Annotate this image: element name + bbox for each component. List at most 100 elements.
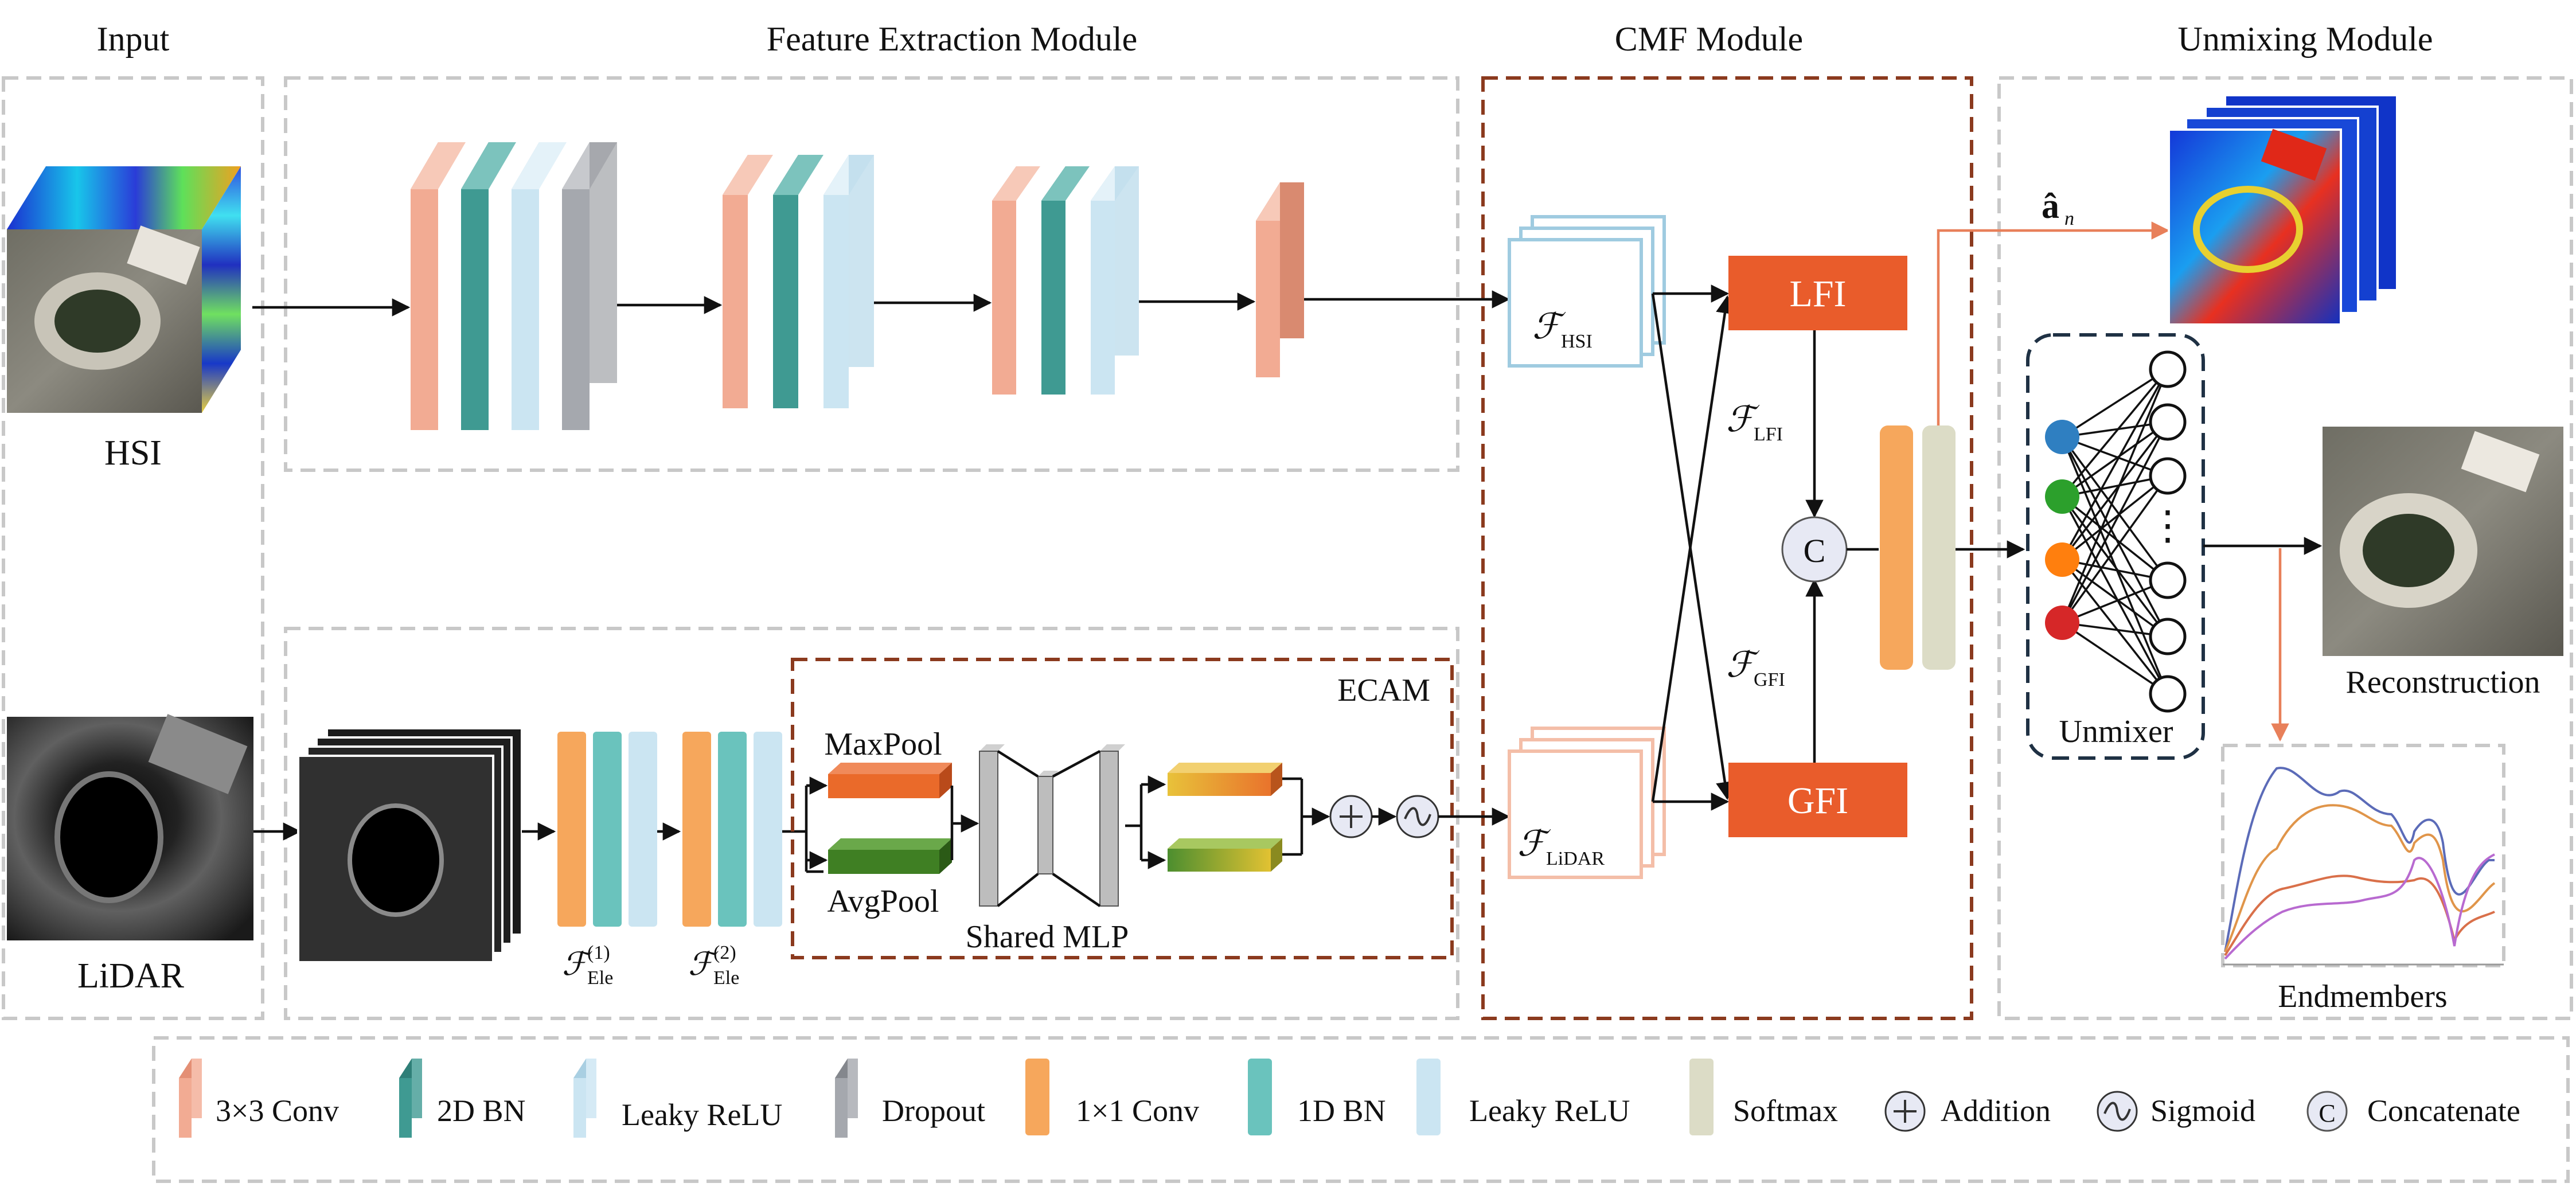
unmixer-edge: [2062, 436, 2168, 477]
unmixer-edge: [2062, 622, 2168, 695]
endmembers-label: Endmembers: [2278, 979, 2447, 1014]
conv3x3-block-2: [723, 155, 773, 408]
svg-text:n: n: [2064, 208, 2074, 229]
legend-item-concatenate: C Concatenate: [2306, 1091, 2520, 1132]
abundance-maps: [2168, 94, 2398, 326]
legend-item-dropout: Dropout: [835, 1059, 985, 1138]
conv1x1-block-1: [557, 732, 586, 927]
unmixer-edge: [2061, 421, 2169, 623]
svg-text:HSI: HSI: [1561, 331, 1593, 352]
unmixing-module: â n ⋮ Unmixer: [1937, 94, 2563, 1014]
input-node-4: [2045, 606, 2079, 640]
svg-text:Ele: Ele: [713, 967, 739, 989]
svg-text:LFI: LFI: [1754, 424, 1783, 445]
svg-text:Addition: Addition: [1941, 1094, 2051, 1128]
svg-text:C: C: [1804, 532, 1826, 569]
ecam-frame: [791, 658, 1454, 959]
bn1d-block-1: [593, 732, 622, 927]
unmixer-edge: [2061, 369, 2169, 560]
abundance-label: â n: [2042, 187, 2074, 229]
svg-text:â: â: [2042, 187, 2059, 226]
unmixer-edge: [2061, 475, 2169, 561]
lidar-label: LiDAR: [77, 956, 185, 995]
legend-item-conv1x1: 1×1 Conv: [1025, 1059, 1199, 1135]
legend: 3×3 Conv 2D BN Leaky ReLU Dropout 1×1 Co…: [179, 1059, 2520, 1138]
svg-text:C: C: [2319, 1099, 2335, 1127]
output-node-5: [2149, 618, 2187, 655]
shared-mlp: [979, 744, 1125, 907]
svg-text:Leaky ReLU: Leaky ReLU: [622, 1098, 782, 1132]
mlp-output-avg: [1168, 838, 1282, 872]
unmixer-edge: [2061, 495, 2169, 638]
lidar-patch-stack: [297, 727, 523, 963]
cmf-module-title: CMF Module: [1615, 20, 1803, 58]
unmixer-edge: [2061, 495, 2169, 581]
relu-block-1: [512, 142, 567, 430]
unmixer-edge: [2062, 579, 2168, 624]
unmixer-label: Unmixer: [2059, 714, 2173, 749]
legend-item-addition: Addition: [1884, 1091, 2051, 1132]
f-hsi-stack: ℱ HSI: [1508, 215, 1666, 368]
unmixer-edge: [2061, 436, 2169, 637]
hsi-feature-frame: [284, 76, 1459, 472]
bn2d-block-1: [461, 142, 516, 430]
lidar-image: [7, 714, 253, 940]
svg-text:1D BN: 1D BN: [1297, 1094, 1386, 1128]
concatenate-node: C: [1781, 516, 1848, 583]
unmixer-edge: [2061, 421, 2169, 498]
svg-text:2D BN: 2D BN: [437, 1094, 526, 1128]
cmf-module-frame: [1481, 76, 1973, 1020]
legend-item-2d-bn: 2D BN: [399, 1059, 526, 1138]
unmixer-edge: [2061, 436, 2169, 581]
unmixer-edge: [2061, 559, 2169, 638]
svg-text:LiDAR: LiDAR: [1546, 848, 1605, 869]
unmixer-edge: [2061, 421, 2169, 561]
reconstruction-label: Reconstruction: [2345, 665, 2540, 700]
feature-module-title: Feature Extraction Module: [767, 20, 1137, 58]
endmembers-plot: [2221, 744, 2505, 967]
sigmoid-node: [1396, 795, 1439, 838]
output-node-3: [2149, 457, 2187, 495]
bn2d-block-3: [1041, 166, 1090, 395]
relu1d-block-1: [629, 732, 657, 927]
output-node-6: [2149, 675, 2187, 713]
gfi-block: [1728, 763, 1907, 837]
svg-text:Softmax: Softmax: [1733, 1094, 1838, 1128]
conv1x1-block-2: [682, 732, 711, 927]
legend-item-leaky-relu-1d: Leaky ReLU: [1416, 1059, 1630, 1135]
reconstruction-image: [2323, 427, 2563, 656]
addition-node: [1329, 795, 1373, 838]
gfi-label: GFI: [1787, 780, 1848, 822]
output-node-4: [2149, 561, 2187, 599]
ellipsis-icon: ⋮: [2148, 504, 2188, 548]
maxpool-label: MaxPool: [824, 727, 942, 762]
unmixer-edge: [2061, 369, 2169, 623]
relu1d-block-2: [754, 732, 782, 927]
lfi-block: [1728, 256, 1907, 330]
unmixer-edge: [2061, 475, 2169, 624]
output-node-2: [2149, 403, 2187, 441]
lidar-feature-frame: [284, 627, 1459, 1020]
legend-item-softmax: Softmax: [1689, 1059, 1838, 1135]
conv3x3-block-3: [992, 166, 1040, 395]
softmax-block: [1922, 425, 1956, 670]
avgpool-bar: [828, 838, 952, 874]
concatenate-icon: [2306, 1091, 2348, 1132]
svg-text:Ele: Ele: [587, 967, 613, 989]
unmixing-module-title: Unmixing Module: [2178, 20, 2433, 58]
bn2d-block-2: [773, 155, 823, 408]
f-lfi-label: ℱ LFI: [1726, 400, 1783, 445]
hsi-feature-extractor: [252, 142, 1511, 430]
legend-item-leaky-relu-2d: Leaky ReLU: [573, 1059, 782, 1138]
f-gfi-label: ℱ GFI: [1726, 646, 1785, 690]
svg-text:Concatenate: Concatenate: [2367, 1094, 2520, 1128]
unmixer-edge: [2062, 368, 2168, 438]
avgpool-label: AvgPool: [828, 884, 939, 919]
legend-item-conv3x3: 3×3 Conv: [179, 1059, 339, 1138]
legend-item-1d-bn: 1D BN: [1248, 1059, 1386, 1135]
svg-text:GFI: GFI: [1754, 669, 1785, 690]
f-lidar-stack: ℱ LiDAR: [1508, 727, 1666, 879]
svg-text:Leaky ReLU: Leaky ReLU: [1469, 1094, 1630, 1128]
conv3x3-block-1: [411, 142, 466, 430]
f-ele1-label: ℱ (1) Ele: [562, 942, 613, 989]
